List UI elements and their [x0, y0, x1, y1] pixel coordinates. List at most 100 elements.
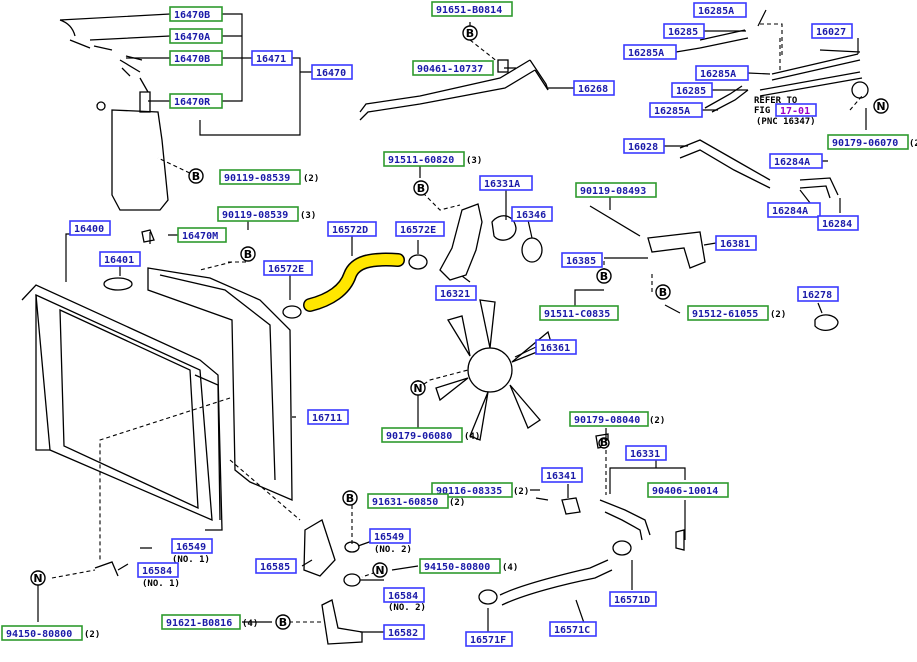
water-outlet-16278 — [814, 314, 839, 332]
label-16284[interactable]: 16284 — [817, 215, 859, 231]
label-90179-06080[interactable]: 90179-06080 — [381, 427, 463, 443]
label-94150-80800-mid[interactable]: 94150-80800 — [419, 558, 501, 574]
label-16284A-2[interactable]: 16284A — [767, 202, 821, 218]
label-90179-08040[interactable]: 90179-08040 — [569, 411, 649, 427]
label-90116-08335[interactable]: 90116-08335 — [431, 482, 513, 498]
label-16285A-1[interactable]: 16285A — [693, 2, 747, 18]
label-16549-left[interactable]: 16549 — [171, 538, 213, 554]
svg-text:16571C: 16571C — [554, 625, 590, 636]
callout-n-94150-b: N — [30, 570, 46, 586]
label-16361[interactable]: 16361 — [535, 339, 577, 355]
label-16572D[interactable]: 16572D — [327, 221, 377, 237]
label-16470[interactable]: 16470 — [311, 64, 353, 80]
label-16331A[interactable]: 16331A — [479, 175, 533, 191]
reservoir-tank — [111, 109, 169, 211]
label-16571D[interactable]: 16571D — [609, 591, 657, 607]
label-94150-80800-left[interactable]: 94150-80800 — [1, 625, 83, 641]
label-16470B-top[interactable]: 16470B — [169, 6, 223, 22]
svg-text:91621-B0816: 91621-B0816 — [166, 618, 232, 629]
label-16285-2[interactable]: 16285 — [671, 82, 713, 98]
label-16331[interactable]: 16331 — [625, 445, 667, 461]
callout-b-90119-top: B — [188, 168, 204, 184]
svg-text:16572E: 16572E — [268, 264, 304, 275]
label-90406-10014[interactable]: 90406-10014 — [647, 482, 729, 498]
label-16571C[interactable]: 16571C — [549, 621, 597, 637]
svg-text:16346: 16346 — [516, 210, 546, 221]
label-16321[interactable]: 16321 — [435, 285, 477, 301]
label-16028[interactable]: 16028 — [623, 138, 665, 154]
leader-lines — [37, 9, 867, 633]
label-16285-1[interactable]: 16285 — [663, 23, 705, 39]
label-16278[interactable]: 16278 — [797, 286, 839, 302]
label-91651-B0814[interactable]: 91651-B0814 — [431, 1, 513, 17]
label-16341[interactable]: 16341 — [541, 467, 583, 483]
svg-text:16571D: 16571D — [614, 595, 650, 606]
svg-text:16381: 16381 — [720, 239, 750, 250]
svg-text:17-01: 17-01 — [780, 106, 810, 117]
svg-text:90179-06070: 90179-06070 — [832, 138, 898, 149]
label-91511-C0835[interactable]: 91511-C0835 — [539, 305, 619, 321]
svg-text:16571F: 16571F — [470, 635, 506, 646]
svg-text:16284A: 16284A — [774, 157, 810, 168]
label-16284A-1[interactable]: 16284A — [769, 153, 823, 169]
label-90179-06070[interactable]: 90179-06070 — [827, 134, 909, 150]
drawing-layer — [21, 19, 869, 645]
svg-text:16027: 16027 — [816, 27, 846, 38]
svg-text:16284A: 16284A — [772, 206, 808, 217]
svg-text:B: B — [192, 170, 200, 183]
drain-cock-16341 — [561, 497, 581, 515]
label-90119-08539-top[interactable]: 90119-08539 — [219, 169, 301, 185]
svg-text:16470: 16470 — [316, 68, 346, 79]
label-90119-08539-mid[interactable]: 90119-08539 — [217, 206, 299, 222]
label-90461-10737[interactable]: 90461-10737 — [412, 60, 494, 76]
label-16571F[interactable]: 16571F — [465, 631, 513, 647]
label-16549-right[interactable]: 16549 — [369, 528, 411, 544]
label-16572E-2[interactable]: 16572E — [263, 260, 313, 276]
label-16285A-3[interactable]: 16285A — [695, 65, 749, 81]
label-16401[interactable]: 16401 — [99, 251, 141, 267]
label-90119-08493[interactable]: 90119-08493 — [575, 182, 657, 198]
label-16027[interactable]: 16027 — [811, 23, 853, 39]
svg-text:16549: 16549 — [176, 542, 206, 553]
svg-text:B: B — [279, 616, 287, 629]
label-91631-60850[interactable]: 91631-60850 — [367, 493, 449, 509]
svg-text:REFER TO: REFER TO — [754, 96, 798, 106]
label-16711[interactable]: 16711 — [307, 409, 349, 425]
svg-text:B: B — [417, 182, 425, 195]
svg-text:91511-60820: 91511-60820 — [388, 155, 454, 166]
label-16471[interactable]: 16471 — [251, 50, 293, 66]
svg-text:16572D: 16572D — [332, 225, 368, 236]
label-91512-61055[interactable]: 91512-61055 — [687, 305, 769, 321]
label-16470B-mid[interactable]: 16470B — [169, 50, 223, 66]
label-16400[interactable]: 16400 — [69, 220, 111, 236]
svg-text:B: B — [600, 270, 608, 283]
callout-n-94150-a: N — [372, 562, 388, 578]
label-91511-60820[interactable]: 91511-60820 — [383, 151, 465, 167]
hose-16284 — [799, 177, 839, 199]
label-16346[interactable]: 16346 — [511, 206, 553, 222]
svg-text:B: B — [466, 27, 474, 40]
label-16470R[interactable]: 16470R — [169, 93, 223, 109]
hose-clamp-16572e-right — [408, 254, 428, 270]
label-16268[interactable]: 16268 — [573, 80, 615, 96]
label-16572E-1[interactable]: 16572E — [395, 221, 445, 237]
note-16584-no2: (NO. 2) — [388, 603, 426, 613]
callout-b-91511: B — [413, 180, 429, 196]
label-16385[interactable]: 16385 — [561, 252, 603, 268]
svg-text:90119-08493: 90119-08493 — [580, 186, 646, 197]
label-16585[interactable]: 16585 — [255, 558, 297, 574]
label-16584-right[interactable]: 16584 — [383, 587, 425, 603]
label-16470A[interactable]: 16470A — [169, 28, 223, 44]
svg-text:90461-10737: 90461-10737 — [417, 64, 483, 75]
label-16285A-2[interactable]: 16285A — [623, 44, 677, 60]
label-16584-left[interactable]: 16584 — [137, 562, 179, 578]
cooling-fan — [435, 299, 553, 441]
label-16285A-4[interactable]: 16285A — [649, 102, 703, 118]
label-16381[interactable]: 16381 — [715, 235, 757, 251]
label-16470M[interactable]: 16470M — [177, 227, 227, 243]
label-16582[interactable]: 16582 — [383, 624, 425, 640]
svg-text:90179-08040: 90179-08040 — [574, 415, 640, 426]
label-fig-17-01[interactable]: 17-01 — [775, 103, 817, 117]
label-91621-B0816[interactable]: 91621-B0816 — [161, 614, 241, 630]
svg-text:16385: 16385 — [566, 256, 596, 267]
